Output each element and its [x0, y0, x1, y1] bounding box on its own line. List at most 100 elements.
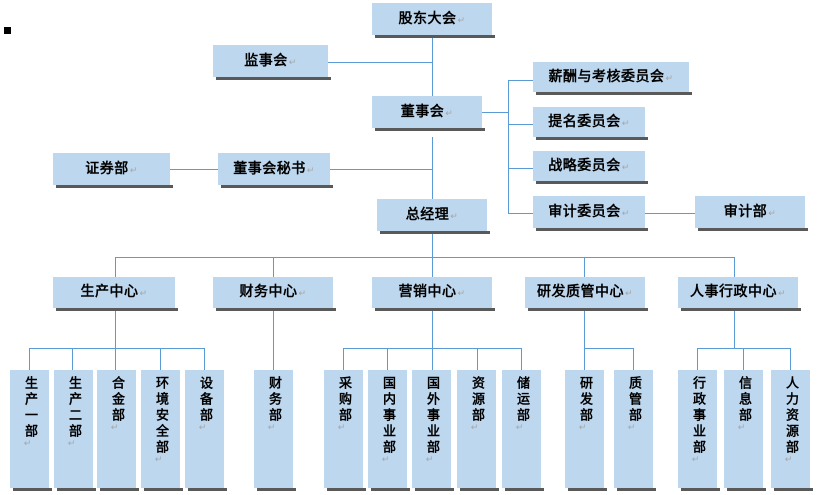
node-dept-information[interactable]: 信息部↵: [724, 370, 766, 491]
node-dept-resources[interactable]: 资源部↵: [457, 370, 499, 491]
pilcrow-mark: ↵: [457, 15, 466, 26]
pilcrow-mark: ↵: [621, 162, 630, 173]
node-dept-human-resources[interactable]: 人力资源部↵: [771, 370, 813, 491]
node-dept-production-1[interactable]: 生产一部↵: [10, 370, 52, 491]
connector-fin-drop: [273, 308, 274, 370]
node-label: 研发质管中心: [536, 284, 624, 301]
node-dept-purchasing[interactable]: 采购部↵: [324, 370, 366, 491]
pilcrow-mark: ↵: [267, 423, 279, 433]
pilcrow-mark: ↵: [457, 289, 466, 300]
pilcrow-mark: ↵: [627, 423, 639, 433]
node-committee-compensation[interactable]: 薪酬与考核委员会↵: [533, 62, 692, 95]
node-center-finance[interactable]: 财务中心↵: [213, 277, 336, 311]
pilcrow-mark: ↵: [450, 211, 459, 222]
node-label: 股东大会: [398, 10, 457, 27]
node-dept-equipment[interactable]: 设备部↵: [185, 370, 227, 491]
pilcrow-mark: ↵: [129, 165, 138, 176]
connector-center-drop-3: [432, 257, 433, 277]
node-dept-storage-transport[interactable]: 储运部↵: [502, 370, 544, 491]
connector-prod-bar: [29, 348, 204, 349]
pilcrow-mark: ↵: [691, 455, 703, 465]
node-securities-department[interactable]: 证券部↵: [53, 153, 173, 188]
connector-board-committee-stub: [482, 112, 509, 113]
node-dept-finance[interactable]: 财务部↵: [254, 370, 296, 491]
pilcrow-mark: ↵: [621, 208, 630, 219]
node-label: 设备部: [197, 376, 212, 424]
node-audit-department[interactable]: 审计部↵: [695, 196, 808, 231]
node-label: 合金部: [109, 376, 124, 424]
pilcrow-mark: ↵: [298, 289, 307, 300]
node-label: 国内事业部: [380, 376, 395, 456]
node-dept-overseas-business[interactable]: 国外事业部↵: [412, 370, 454, 491]
node-center-rd-quality[interactable]: 研发质管中心↵: [525, 277, 648, 311]
connector-mkt-2: [387, 348, 388, 370]
pilcrow-mark: ↵: [288, 57, 297, 68]
connector-hr-3: [790, 348, 791, 370]
connector-hr-1: [697, 348, 698, 370]
pilcrow-mark: ↵: [67, 439, 79, 449]
node-dept-quality-control[interactable]: 质管部↵: [614, 370, 656, 491]
node-label: 研发部: [577, 376, 592, 424]
connector-hr-drop: [734, 308, 735, 348]
pilcrow-mark: ↵: [665, 73, 674, 84]
node-label: 生产一部: [22, 376, 37, 440]
pilcrow-mark: ↵: [139, 289, 148, 300]
node-dept-domestic-business[interactable]: 国内事业部↵: [368, 370, 410, 491]
node-center-hr-admin[interactable]: 人事行政中心↵: [678, 277, 801, 311]
node-dept-environment-safety[interactable]: 环境安全部↵: [141, 370, 183, 491]
node-center-production[interactable]: 生产中心↵: [53, 277, 178, 311]
connector-board-gm: [432, 137, 433, 200]
node-label: 生产中心: [80, 284, 139, 301]
node-label: 质管部: [626, 376, 641, 424]
pilcrow-mark: ↵: [768, 208, 777, 219]
pilcrow-mark: ↵: [621, 118, 630, 129]
node-dept-administration[interactable]: 行政事业部↵: [678, 370, 720, 491]
node-center-marketing[interactable]: 营销中心↵: [372, 277, 495, 311]
connector-audit: [645, 213, 695, 214]
pilcrow-mark: ↵: [624, 289, 634, 300]
node-label: 营销中心: [398, 284, 457, 301]
connector-prod-3: [115, 348, 116, 370]
bullet-mark: [4, 27, 11, 34]
connector-securities: [170, 169, 218, 170]
node-label: 采购部: [336, 376, 351, 424]
node-label: 储运部: [514, 376, 529, 424]
connector-mkt-drop: [432, 308, 433, 348]
connector-committee-4: [508, 213, 533, 214]
connector-rd-1: [584, 348, 585, 370]
node-board-of-directors[interactable]: 董事会↵: [372, 96, 485, 131]
pilcrow-mark: ↵: [306, 165, 315, 176]
connector-rd-bar: [584, 348, 634, 349]
connector-mkt-3: [432, 348, 433, 370]
pilcrow-mark: ↵: [777, 289, 787, 300]
node-board-secretary[interactable]: 董事会秘书↵: [218, 153, 333, 188]
connector-committee-1: [508, 80, 533, 81]
node-dept-research-development[interactable]: 研发部↵: [565, 370, 607, 491]
node-committee-audit[interactable]: 审计委员会↵: [533, 196, 648, 231]
node-dept-alloy[interactable]: 合金部↵: [97, 370, 139, 491]
node-label: 审计委员会: [548, 203, 621, 220]
pilcrow-mark: ↵: [425, 455, 437, 465]
node-label: 薪酬与考核委员会: [548, 68, 665, 85]
node-label: 总经理: [405, 206, 450, 223]
connector-prod-1: [29, 348, 30, 370]
connector-rd-drop: [584, 308, 585, 348]
node-dept-production-2[interactable]: 生产二部↵: [54, 370, 96, 491]
node-committee-strategy[interactable]: 战略委员会↵: [533, 151, 648, 184]
node-supervisory-board[interactable]: 监事会↵: [213, 45, 331, 80]
node-label: 审计部: [723, 203, 768, 220]
node-label: 行政事业部: [690, 376, 705, 456]
node-general-manager[interactable]: 总经理↵: [377, 199, 490, 234]
connector-rd-2: [633, 348, 634, 370]
node-committee-nomination[interactable]: 提名委员会↵: [533, 107, 648, 140]
node-label: 战略委员会: [548, 157, 621, 174]
node-shareholders-meeting[interactable]: 股东大会↵: [372, 3, 495, 38]
node-label: 提名委员会: [548, 113, 621, 130]
connector-mkt-4: [477, 348, 478, 370]
node-label: 证券部: [85, 160, 129, 177]
connector-committee-trunk: [508, 80, 509, 214]
node-label: 人事行政中心: [689, 284, 777, 301]
connector-mkt-5: [521, 348, 522, 370]
connector-center-drop-4: [584, 257, 585, 277]
